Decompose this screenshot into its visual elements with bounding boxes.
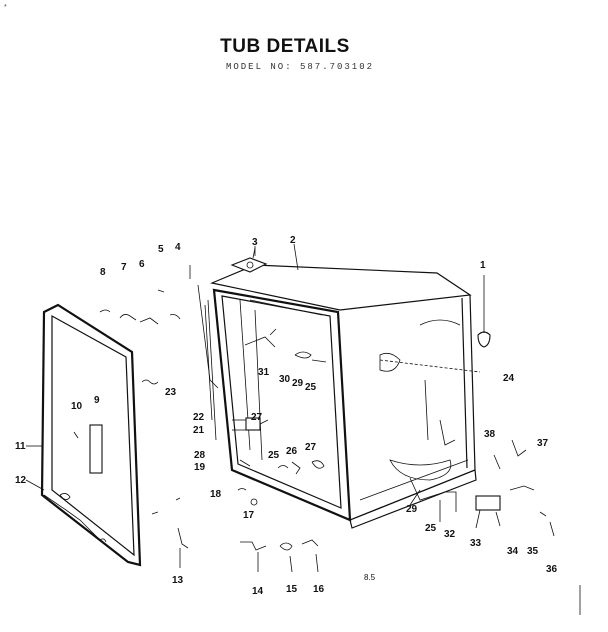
diagram-title: TUB DETAILS — [220, 36, 350, 57]
part-label-5: 5 — [158, 244, 164, 255]
part-label-16: 16 — [313, 584, 325, 595]
part-label-25b: 25 — [268, 450, 280, 461]
part-label-31: 31 — [258, 367, 270, 378]
part-label-28a: 28 — [194, 450, 206, 461]
part-labels: 1 2 3 4 5 6 7 8 9 10 11 12 13 14 15 16 1… — [15, 235, 558, 597]
part-label-32: 32 — [444, 529, 456, 540]
part-label-29b: 29 — [406, 504, 418, 515]
parts-25-27-hardware — [239, 459, 325, 475]
part-label-3: 3 — [252, 237, 258, 248]
part-label-18: 18 — [210, 489, 222, 500]
part-label-30: 30 — [279, 374, 291, 385]
part-label-38: 38 — [484, 429, 496, 440]
parts-21-22-bracket — [232, 417, 269, 431]
part-label-27b: 27 — [305, 442, 317, 453]
part-label-25a: 25 — [305, 382, 317, 393]
part-label-29a: 29 — [292, 378, 304, 389]
footnote-mark: 8.5 — [364, 573, 376, 582]
part-label-2: 2 — [290, 235, 296, 246]
parts-29-31-hardware — [244, 328, 327, 363]
part-label-9: 9 — [94, 395, 100, 406]
part-23-clip — [141, 379, 159, 385]
part-label-19: 19 — [194, 462, 206, 473]
part-label-6: 6 — [139, 259, 145, 270]
part-label-27a: 27 — [251, 412, 263, 423]
part-label-35: 35 — [527, 546, 539, 557]
part-label-26: 26 — [286, 446, 298, 457]
tub-body — [204, 264, 481, 529]
part-label-37: 37 — [537, 438, 549, 449]
part-label-36: 36 — [546, 564, 558, 575]
part-label-7: 7 — [121, 262, 127, 273]
parts-32-38-right — [446, 439, 581, 615]
part-1-fitting — [477, 275, 491, 348]
parts-13-18-bottom — [151, 488, 319, 573]
part-label-34: 34 — [507, 546, 519, 557]
part-label-17: 17 — [243, 510, 255, 521]
part-label-4: 4 — [175, 242, 181, 253]
part-label-23: 23 — [165, 387, 177, 398]
part-label-22: 22 — [193, 412, 205, 423]
leader-lines — [25, 243, 441, 522]
model-number: MODEL NO: 587.703102 — [225, 62, 375, 72]
part-label-12: 12 — [15, 475, 27, 486]
parts-5-8-hardware — [99, 265, 219, 389]
part-label-33: 33 — [470, 538, 482, 549]
part-label-24: 24 — [503, 373, 515, 384]
part-label-13: 13 — [172, 575, 184, 586]
door-latch-plate — [89, 424, 103, 474]
part-3-bracket — [230, 247, 268, 273]
part-label-1: 1 — [480, 260, 486, 271]
corner-mark: * — [4, 4, 7, 11]
part-label-14: 14 — [252, 586, 264, 597]
door-gasket — [40, 303, 142, 567]
part-label-10: 10 — [71, 401, 83, 412]
part-label-21: 21 — [193, 425, 205, 436]
part-label-25c: 25 — [425, 523, 437, 534]
part-label-11: 11 — [15, 441, 26, 452]
part-label-15: 15 — [286, 584, 298, 595]
part-label-8: 8 — [100, 267, 106, 278]
